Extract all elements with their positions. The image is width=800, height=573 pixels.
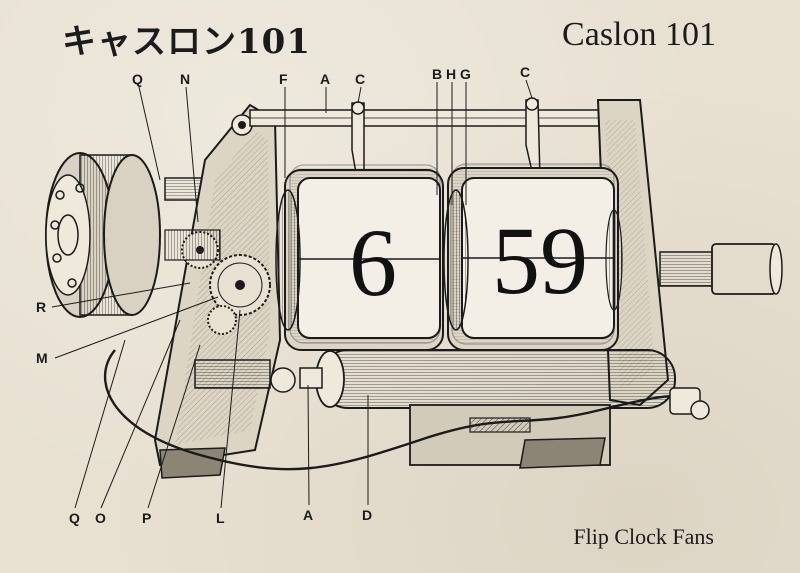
- cord-plug: [669, 387, 710, 420]
- left-foot: [159, 447, 226, 479]
- bottom-roller: [299, 349, 676, 409]
- top-rod: [249, 108, 642, 128]
- label-O: O: [95, 510, 106, 526]
- hour-flip-drum: [275, 164, 444, 351]
- minute-flip-drum: [443, 163, 623, 351]
- label-R: R: [36, 299, 46, 315]
- label-Q-top: Q: [132, 71, 143, 87]
- label-H: H: [446, 66, 456, 82]
- label-A-top: A: [320, 71, 330, 87]
- label-N: N: [180, 71, 190, 87]
- label-L: L: [216, 510, 225, 526]
- lower-nut: [270, 367, 296, 393]
- footer-credit: Flip Clock Fans: [573, 524, 714, 549]
- part-labels-bottom: Q O P L A D: [69, 507, 372, 526]
- label-F: F: [279, 71, 288, 87]
- label-M: M: [36, 350, 48, 366]
- label-C-right: C: [520, 64, 530, 80]
- part-labels-left: R M: [36, 299, 48, 366]
- gear-train: [164, 229, 271, 335]
- label-Q-bottom: Q: [69, 510, 80, 526]
- label-C-left: C: [355, 71, 365, 87]
- right-foot: [519, 437, 606, 469]
- label-G: G: [460, 66, 471, 82]
- page-title-english: Caslon 101: [562, 16, 716, 53]
- label-B: B: [432, 66, 442, 82]
- minute-digits: 59: [492, 207, 588, 314]
- label-A-bottom: A: [303, 507, 313, 523]
- part-labels-top: Q N F A C B H G C: [132, 64, 530, 87]
- right-shaft: [659, 243, 783, 295]
- hour-digit: 6: [349, 209, 397, 316]
- wind-knob: [45, 152, 161, 318]
- label-P: P: [142, 510, 151, 526]
- label-D: D: [362, 507, 372, 523]
- page-title-japanese: キャスロン101: [62, 22, 311, 62]
- leader-lines: [51, 79, 533, 509]
